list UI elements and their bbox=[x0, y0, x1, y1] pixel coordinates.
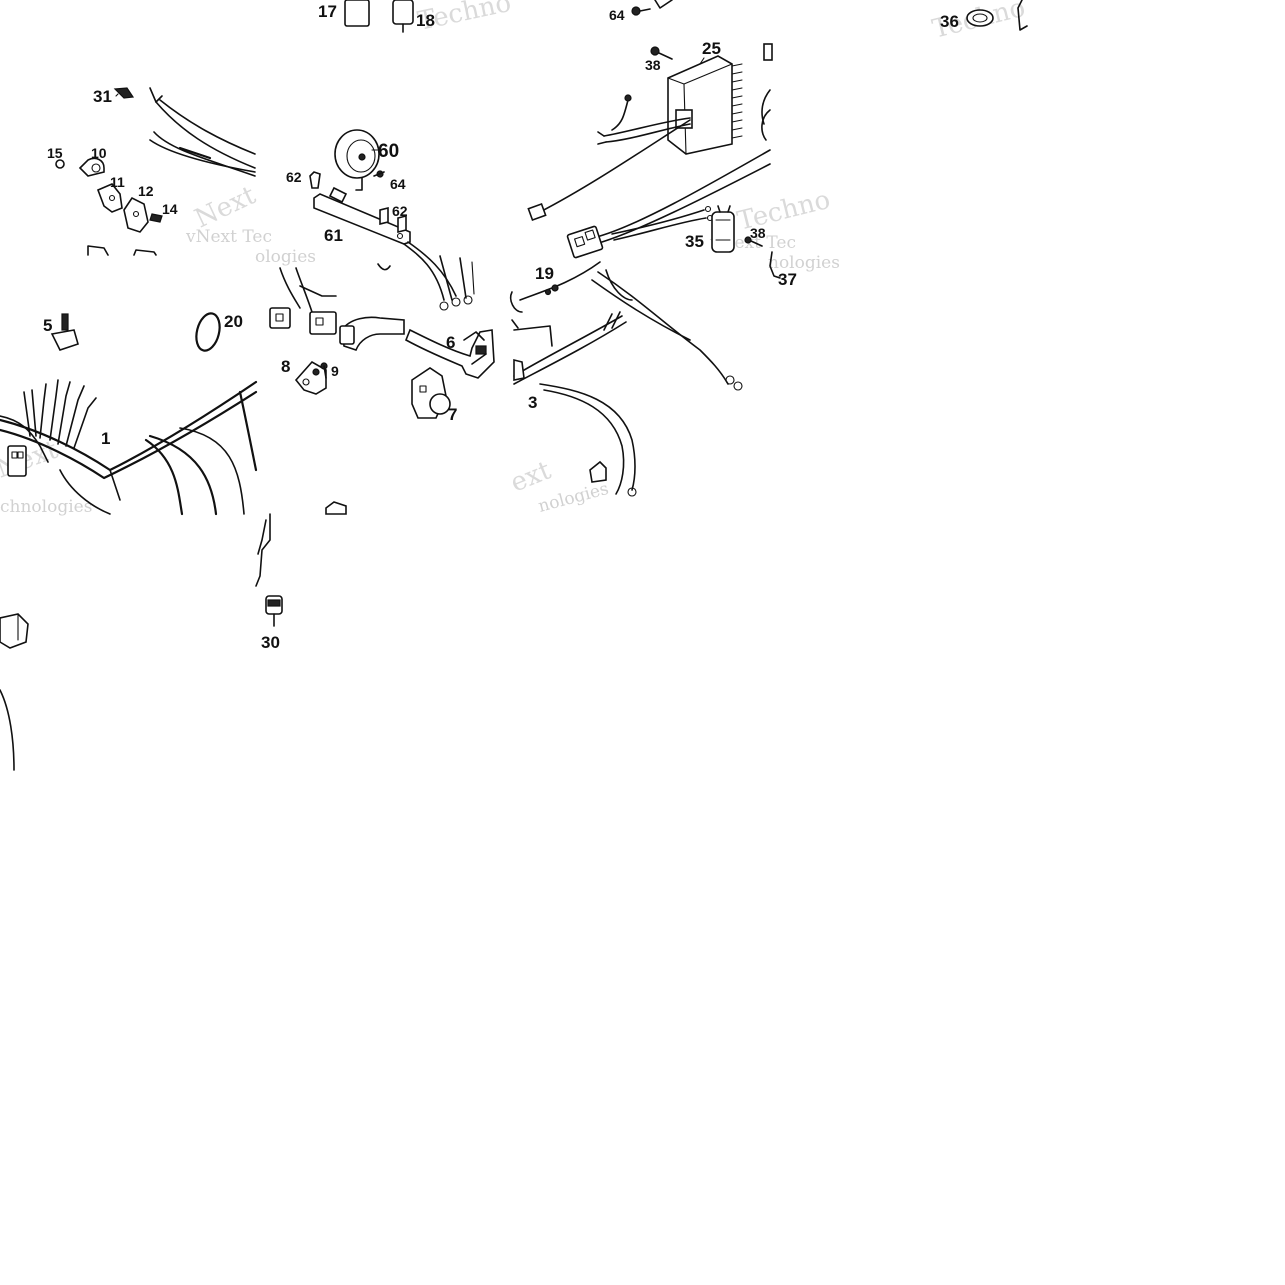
part-18-sensor bbox=[392, 0, 414, 33]
callout-18: 18 bbox=[416, 11, 435, 30]
callout-14: 14 bbox=[162, 201, 178, 217]
callout-17: 17 bbox=[318, 2, 337, 21]
callout-30: 30 bbox=[261, 633, 280, 652]
part-64-screw-top bbox=[631, 0, 673, 16]
callout-3: 3 bbox=[528, 393, 537, 412]
part-30-pressure-switch bbox=[265, 595, 283, 627]
part-lower-leads bbox=[0, 513, 271, 771]
part-9-screw bbox=[320, 362, 328, 379]
callout-8: 8 bbox=[281, 357, 290, 376]
callout-62: 62 bbox=[286, 169, 302, 185]
callout-12: 12 bbox=[138, 183, 154, 199]
part-relay-block-left bbox=[0, 613, 29, 649]
callout-20: 20 bbox=[224, 312, 243, 331]
part-connector-harness bbox=[566, 149, 771, 259]
part-8-mount-bracket bbox=[294, 360, 327, 395]
part-25-regulator bbox=[527, 43, 773, 222]
callout-11: 11 bbox=[110, 174, 125, 190]
watermark: nologies bbox=[768, 253, 840, 273]
part-10-clamp bbox=[78, 157, 105, 177]
part-wire-leads-upper-left bbox=[149, 87, 256, 177]
callout-60: 60 bbox=[378, 141, 399, 162]
callout-36: 36 bbox=[940, 12, 959, 31]
part-20-ring bbox=[195, 312, 221, 352]
callout-38: 38 bbox=[645, 57, 661, 73]
part-64-screw-horn bbox=[373, 170, 385, 178]
part-15-nut bbox=[55, 159, 65, 169]
callout-10: 10 bbox=[91, 145, 107, 161]
part-3-harness bbox=[513, 269, 743, 497]
callout-31: 31 bbox=[93, 87, 112, 106]
callout-37: 37 bbox=[778, 270, 797, 289]
watermark: chnologies bbox=[0, 497, 92, 517]
part-11-bracket bbox=[96, 183, 123, 213]
watermark: ologies bbox=[255, 247, 316, 267]
part-62-clip-b bbox=[379, 206, 407, 234]
watermark-layer: Techno Techno vNext Tec ologies vNext Te… bbox=[0, 0, 1028, 517]
callout-35: 35 bbox=[685, 232, 704, 251]
part-19-sensor-lead bbox=[509, 261, 601, 329]
part-17-relay bbox=[344, 0, 370, 27]
part-1-main-harness bbox=[0, 379, 258, 516]
part-31-terminal bbox=[113, 87, 135, 99]
part-7-switch-housing bbox=[411, 367, 451, 419]
part-60-horn bbox=[334, 129, 380, 191]
callout-15: 15 bbox=[47, 145, 63, 161]
part-misc-left-connectors bbox=[87, 245, 157, 256]
callout-19: 19 bbox=[535, 264, 554, 283]
callout-9: 9 bbox=[331, 363, 339, 379]
part-61-horn-bracket bbox=[313, 186, 411, 245]
part-12-plate bbox=[123, 196, 149, 233]
part-14-screw bbox=[149, 213, 163, 223]
callout-38: 38 bbox=[750, 225, 766, 241]
callout-25: 25 bbox=[702, 39, 721, 58]
part-5-switch bbox=[50, 313, 79, 351]
callout-64: 64 bbox=[390, 176, 406, 192]
callout-62: 62 bbox=[392, 203, 408, 219]
part-35-capacitor bbox=[711, 205, 735, 253]
callout-6: 6 bbox=[446, 333, 455, 352]
part-37-bracket bbox=[769, 251, 781, 279]
callout-64: 64 bbox=[609, 7, 625, 23]
part-6-handlebar-switch bbox=[404, 328, 495, 379]
part-36-grommet bbox=[966, 0, 1028, 31]
callout-layer: 17 18 64 36 25 38 31 15 10 11 12 14 60 6… bbox=[43, 2, 959, 652]
part-switch-connectors bbox=[269, 267, 405, 351]
leader-lines bbox=[115, 57, 705, 151]
part-38-screw bbox=[744, 236, 763, 247]
callout-7: 7 bbox=[448, 405, 457, 424]
callout-1: 1 bbox=[101, 429, 110, 448]
callout-61: 61 bbox=[324, 226, 343, 245]
watermark: ext bbox=[506, 455, 555, 498]
callout-5: 5 bbox=[43, 316, 52, 335]
watermark: vNext Tec bbox=[185, 227, 272, 247]
part-38-bolt bbox=[650, 46, 673, 60]
part-62-clip-a bbox=[309, 171, 321, 189]
part-horn-wires bbox=[377, 241, 475, 311]
part-small-bracket-lower bbox=[325, 501, 347, 515]
